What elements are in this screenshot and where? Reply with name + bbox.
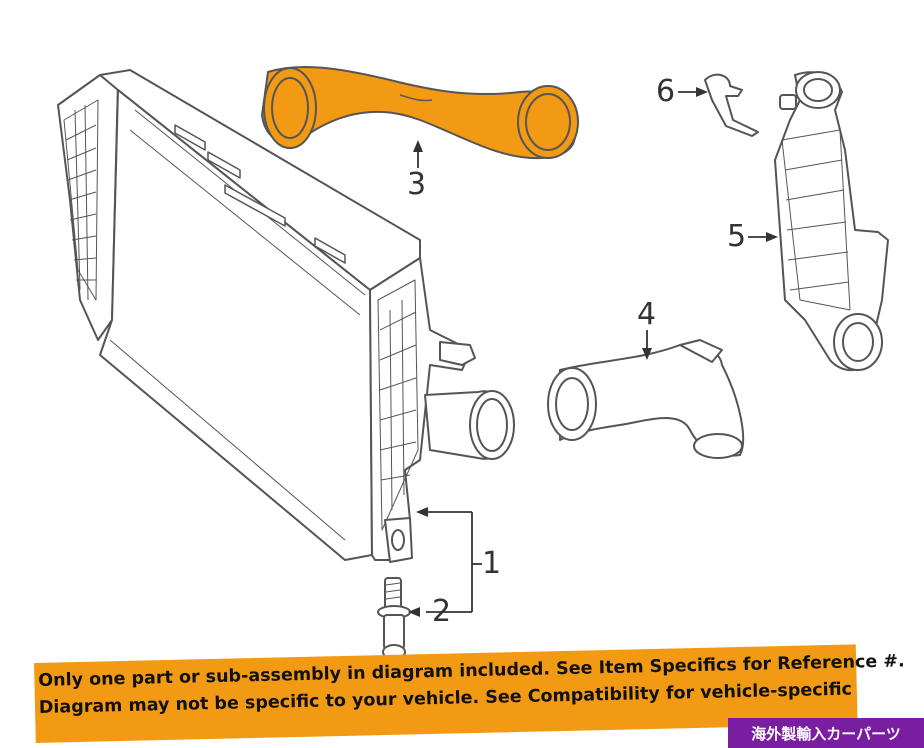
callout-label-4: 4 [637, 297, 657, 332]
clip-part-6 [704, 73, 759, 137]
callout-label-3: 3 [407, 167, 427, 202]
callout-label-1: 1 [482, 546, 502, 581]
air-duct-part-5 [774, 71, 889, 372]
callout-label-6: 6 [656, 74, 676, 109]
lower-hose-part-4 [547, 339, 745, 459]
leader-lines [408, 87, 778, 617]
callout-label-2: 2 [432, 594, 452, 629]
intercooler-part-1 [57, 69, 515, 563]
bolt-part-2 [377, 577, 411, 660]
watermark-label: 海外製輸入カーパーツ [728, 718, 924, 748]
upper-hose-part-3 [261, 65, 579, 160]
callout-label-5: 5 [727, 219, 747, 254]
